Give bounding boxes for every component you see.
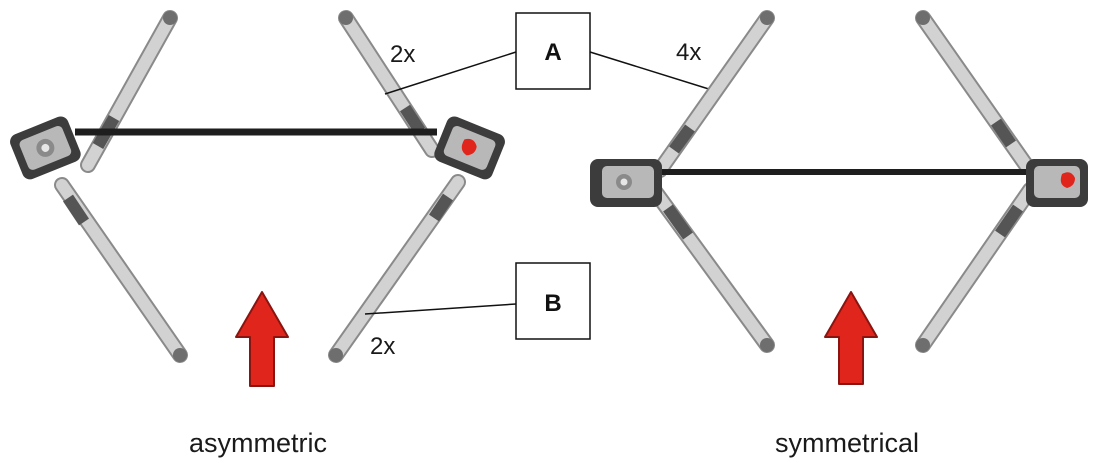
leader-line [384, 51, 517, 95]
left-upper-left-arm [80, 10, 178, 173]
up-arrow-icon [824, 291, 878, 385]
right-upper-right-arm [915, 10, 1034, 173]
callout-b-letter: B [544, 290, 561, 317]
up-arrow-icon [235, 291, 289, 387]
count-left-upper: 2x [390, 41, 415, 68]
red-knob-icon [461, 138, 477, 156]
callout-a: A [384, 12, 713, 95]
callout-a-letter: A [544, 39, 561, 66]
callout-b: B [364, 262, 591, 340]
left-housing-right [434, 116, 505, 180]
right-upper-left-arm [652, 10, 775, 178]
leader-line [364, 303, 517, 315]
pivot-icon [163, 11, 177, 25]
leader-line [589, 51, 713, 91]
pivot-icon [329, 348, 343, 362]
right-housing-right [1026, 159, 1088, 207]
red-knob-icon [1060, 172, 1075, 188]
pivot-icon [916, 11, 930, 25]
left-assembly: 2x 2x asymmetric [10, 10, 505, 458]
left-lower-left-arm [54, 177, 188, 363]
right-assembly: 4x symmetrical [590, 10, 1088, 458]
right-lower-left-arm [646, 182, 775, 353]
right-housing-left [590, 159, 662, 207]
pivot-icon [760, 338, 774, 352]
left-upper-right-arm [338, 10, 440, 158]
count-left-lower: 2x [370, 333, 395, 360]
left-housing-left [10, 116, 81, 180]
right-lower-right-arm [915, 182, 1038, 353]
count-right-upper: 4x [676, 39, 701, 66]
caption-right: symmetrical [775, 428, 919, 458]
left-lower-right-arm [328, 174, 466, 363]
pivot-icon [760, 11, 774, 25]
pivot-icon [339, 11, 353, 25]
pivot-icon [173, 348, 187, 362]
pivot-icon [916, 338, 930, 352]
caption-left: asymmetric [189, 428, 327, 458]
